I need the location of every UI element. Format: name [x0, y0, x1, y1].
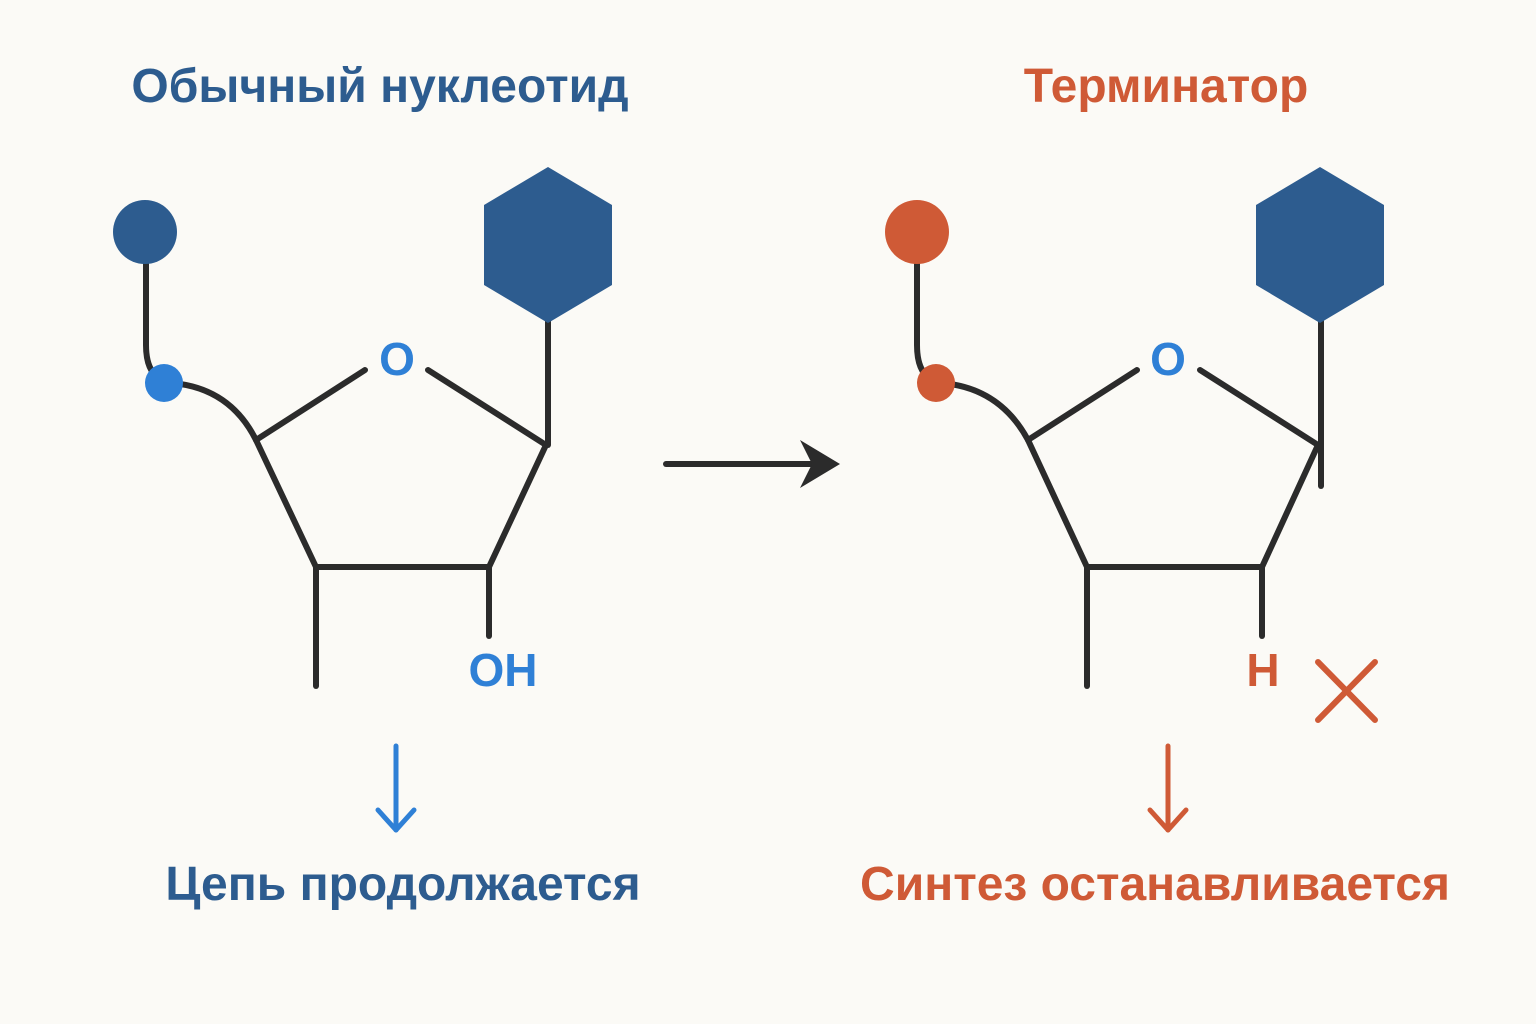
normal-outcome-label: Цепь продолжается: [165, 858, 640, 911]
terminator-panel: Терминатор O H: [860, 60, 1450, 911]
terminator-bond-o-c1: [1197, 367, 1321, 448]
normal-outcome: Цепь продолжается: [165, 743, 641, 911]
terminator-bond-c3-c4: [1025, 437, 1090, 570]
normal-phosphate-link-node: [145, 364, 183, 402]
normal-bond-c4-o: [253, 367, 368, 443]
terminator-bond-c1-c2: [1259, 442, 1321, 570]
normal-nucleotide-panel: Обычный нуклеотид O OH: [113, 60, 641, 911]
normal-sugar-ring: O OH: [253, 333, 549, 696]
terminator-base-hexagon-icon: [1256, 167, 1384, 323]
terminator-ring-oxygen-label: O: [1150, 333, 1186, 385]
normal-bond-c3-c4: [253, 437, 319, 570]
terminator-outcome-label: Синтез останавливается: [860, 858, 1450, 911]
terminator-title: Терминатор: [1024, 60, 1309, 113]
normal-phosphate-linker: [143, 230, 259, 443]
stop-down-arrow-icon: [1147, 743, 1189, 833]
normal-phosphate-icon: [113, 200, 177, 264]
terminator-sugar-ring: O H: [1025, 333, 1321, 696]
normal-base-hexagon-icon: [484, 167, 612, 323]
normal-ring-oxygen-label: O: [379, 333, 415, 385]
normal-title: Обычный нуклеотид: [131, 60, 628, 113]
terminator-bond-c4-o: [1025, 367, 1140, 443]
transition-arrow-icon: [663, 440, 840, 488]
blocked-cross-icon: [1315, 659, 1378, 723]
normal-phosphate-group: [113, 200, 259, 443]
terminator-phosphate-link-node: [917, 364, 955, 402]
terminator-phosphate-icon: [885, 200, 949, 264]
normal-bond-o-c1: [425, 367, 549, 448]
normal-bond-c1-c2: [486, 442, 549, 570]
normal-base: [484, 167, 612, 448]
terminator-outcome: Синтез останавливается: [860, 743, 1450, 911]
terminator-phosphate-group: [885, 200, 1031, 443]
terminator-base: [1256, 167, 1384, 489]
terminator-phosphate-linker: [914, 230, 1031, 443]
normal-hydroxyl-label: OH: [469, 644, 538, 696]
continue-down-arrow-icon: [375, 743, 417, 833]
terminator-hydrogen-label: H: [1246, 644, 1279, 696]
